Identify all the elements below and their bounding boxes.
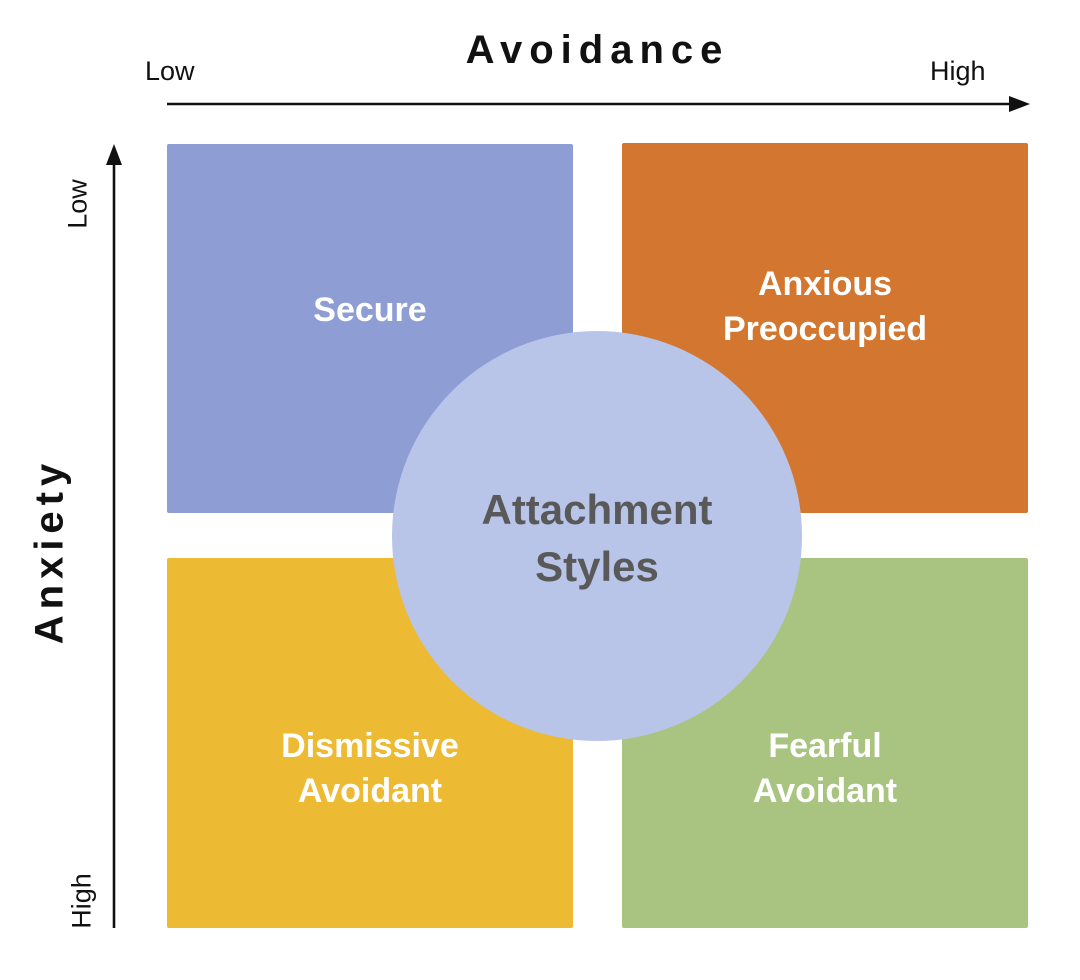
quadrant-fearful-avoidant-label-line1: Fearful <box>768 727 882 765</box>
center-circle-label-line2: Styles <box>535 543 659 590</box>
quadrant-dismissive-avoidant-label-line1: Dismissive <box>281 727 459 765</box>
center-circle-label-line1: Attachment <box>481 486 713 533</box>
quadrant-secure-label-line: Secure <box>313 291 427 329</box>
quadrant-dismissive-avoidant-label: Dismissive Avoidant <box>167 724 573 814</box>
quadrant-anxious-preoccupied-label-line1: Anxious <box>757 265 893 303</box>
center-circle: Attachment Styles <box>392 331 802 741</box>
avoidance-axis-title: Avoidance <box>465 28 730 72</box>
quadrant-anxious-preoccupied: Anxious Preoccupied <box>622 143 1028 513</box>
anxiety-axis-low-label: Low <box>62 179 93 229</box>
quadrant-fearful-avoidant-label: Fearful Avoidant <box>622 724 1028 814</box>
avoidance-axis-arrow <box>167 96 1030 112</box>
anxiety-axis-high-label: High <box>66 873 97 929</box>
anxiety-axis-arrow <box>106 144 122 928</box>
quadrant-fearful-avoidant-label-line2: Avoidant <box>752 772 898 810</box>
quadrant-secure-label: Secure <box>167 288 573 333</box>
avoidance-axis-high-label: High <box>930 56 986 86</box>
quadrant-dismissive-avoidant-label-line2: Avoidant <box>297 772 443 810</box>
anxiety-axis-title: Anxiety <box>27 457 72 645</box>
avoidance-axis-low-label: Low <box>145 56 195 86</box>
quadrant-anxious-preoccupied-label-line2: Preoccupied <box>722 310 928 348</box>
quadrant-anxious-preoccupied-label: Anxious Preoccupied <box>622 262 1028 352</box>
